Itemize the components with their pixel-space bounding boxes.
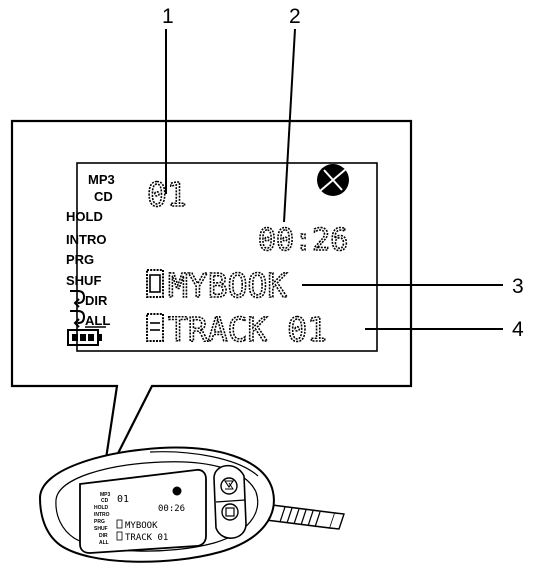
mini-hold-indicator: HOLD [94, 505, 109, 511]
lcd-screen-outline [76, 162, 378, 352]
mini-folder-name: MYBOOK [125, 521, 158, 531]
cd-indicator: CD [94, 189, 113, 204]
callout-3-number: 3 [512, 275, 524, 298]
shuf-indicator: SHUF [66, 273, 101, 288]
play-skip-button[interactable] [220, 477, 238, 495]
callout-2-number: 2 [289, 5, 301, 28]
mini-all-indicator: ALL [99, 540, 109, 546]
track-name-readout: TRACK 01 [168, 310, 327, 349]
disc-icon [317, 164, 349, 196]
folder-icon [146, 269, 164, 298]
stop-button[interactable] [221, 503, 239, 521]
enlarged-display-frame [10, 119, 413, 486]
mini-track-number: 01 [117, 494, 129, 505]
play-skip-button-ring [220, 477, 238, 495]
hold-indicator: HOLD [66, 209, 103, 224]
mini-dir-indicator: DIR [99, 533, 108, 539]
mp3-indicator: MP3 [88, 172, 115, 187]
mini-shuf-indicator: SHUF [94, 526, 108, 532]
mini-prg-indicator: PRG [94, 519, 105, 525]
dir-indicator: DIR [85, 293, 108, 308]
stop-icon [225, 507, 235, 517]
stop-button-ring [221, 503, 239, 521]
mini-folder-icon [116, 519, 123, 529]
elapsed-time-readout: 00:26 [258, 223, 348, 258]
skip-icon-lower [225, 482, 234, 490]
skip-icon [223, 480, 235, 488]
usb-cable [264, 504, 345, 530]
callout-2-leader [283, 28, 296, 223]
prg-indicator: PRG [66, 252, 94, 267]
mini-elapsed-time: 00:26 [158, 504, 185, 514]
folder-name-readout: MYBOOK [168, 266, 287, 305]
mini-file-icon [116, 531, 123, 541]
mini-intro-indicator: INTRO [94, 512, 110, 518]
mini-mp3-indicator: MP3 [100, 492, 111, 498]
battery-icon [67, 329, 102, 346]
intro-indicator: INTRO [66, 232, 106, 247]
callout-1-number: 1 [162, 5, 174, 28]
repeat-dir-icon [70, 290, 86, 308]
callout-4-number: 4 [512, 318, 524, 341]
all-indicator: ALL [85, 313, 110, 328]
control-pill [213, 464, 247, 539]
repeat-all-icon [70, 310, 86, 328]
mini-track-name: TRACK 01 [125, 533, 168, 543]
mini-disc-icon [172, 486, 182, 496]
mp3-player-device: MP3 CD HOLD INTRO PRG SHUF DIR ALL 01 00… [38, 446, 345, 563]
track-number-readout: 01 [147, 175, 187, 214]
file-icon [146, 313, 164, 342]
mini-cd-indicator: CD [101, 498, 109, 504]
